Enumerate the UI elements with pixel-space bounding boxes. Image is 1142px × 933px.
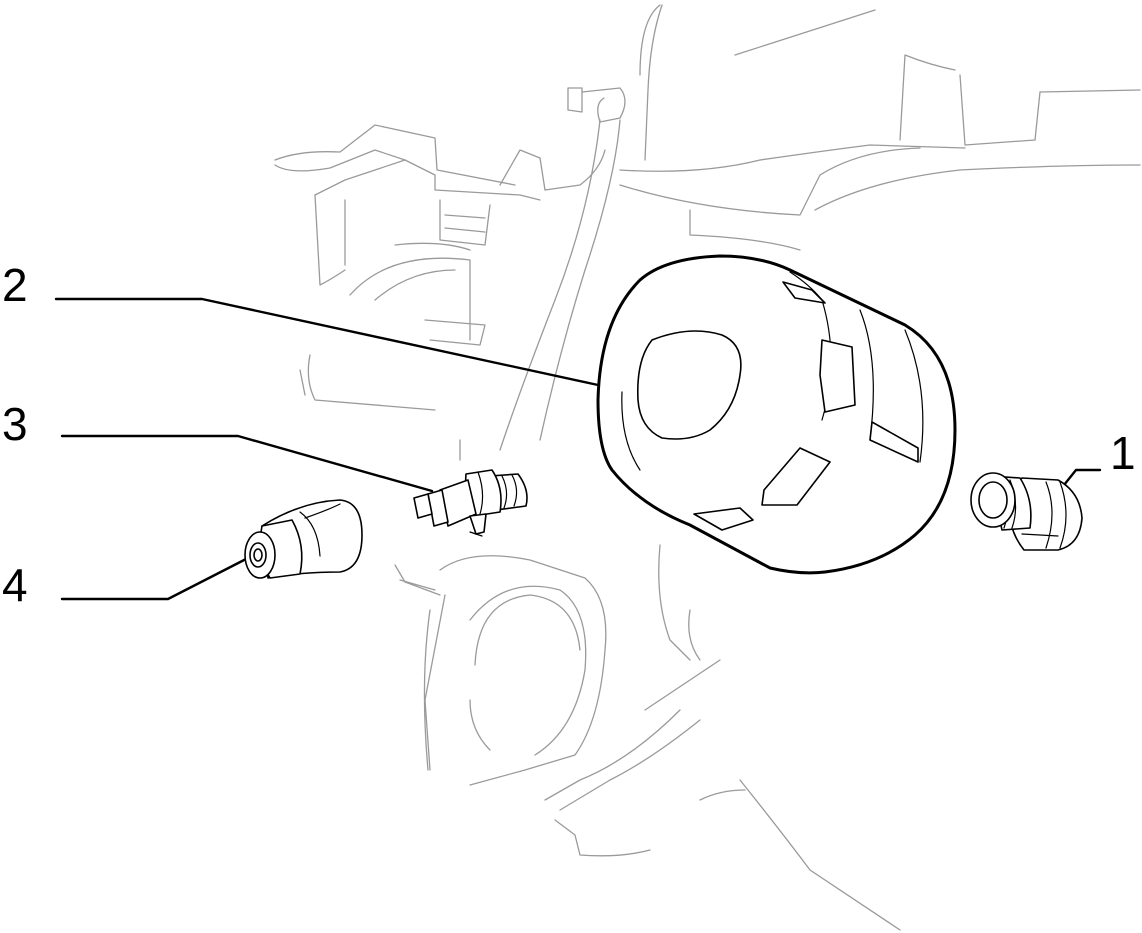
callout-label-1: 1: [1110, 427, 1136, 479]
engine-block-background: [274, 4, 1141, 931]
leader-line-1: [1058, 468, 1102, 492]
leader-lines: [54, 297, 1102, 601]
callout-label-4: 4: [2, 559, 28, 611]
oil-filter-part-2: [596, 254, 957, 575]
callout-label-3: 3: [2, 398, 28, 450]
leader-line-3: [60, 434, 434, 493]
threaded-union-part-1: [970, 472, 1083, 551]
callout-label-2: 2: [2, 259, 28, 311]
protective-cap-part-4: [244, 499, 363, 579]
leader-line-4: [60, 556, 250, 601]
leader-line-2: [54, 297, 600, 387]
pressure-switch-part-3: [413, 469, 528, 537]
